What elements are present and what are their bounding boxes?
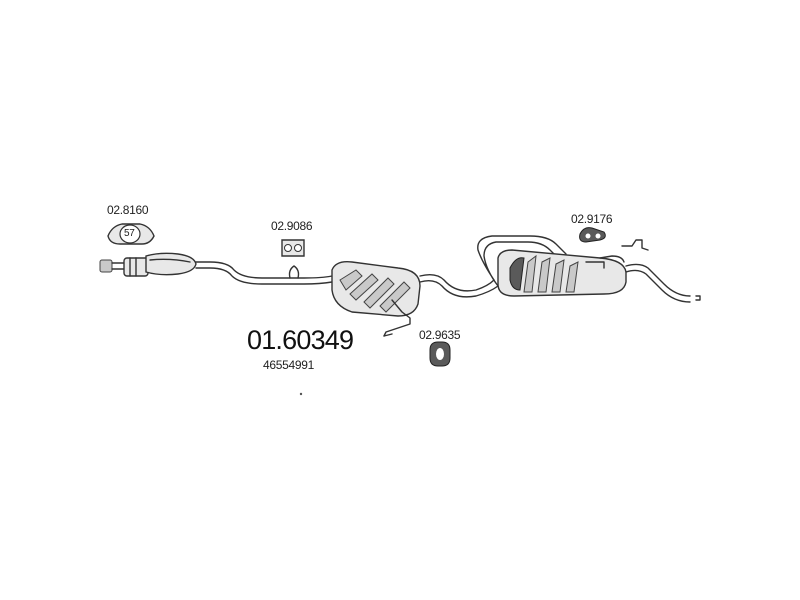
rubber-ring-icon [429, 341, 451, 367]
pipe-hanger [288, 265, 300, 279]
part-label-02-9635: 02.9635 [419, 328, 461, 342]
tail-pipe-end [695, 295, 701, 301]
middle-silencer [331, 260, 421, 337]
part-label-02-9176: 02.9176 [571, 212, 613, 226]
part-label-02-8160: 02.8160 [107, 203, 149, 217]
rear-silencer [497, 249, 627, 297]
rear-pipe [419, 273, 499, 298]
silencer-bracket [621, 239, 649, 251]
front-silencer [145, 252, 197, 276]
rubber-strip-icon [579, 227, 606, 243]
stray-dot [299, 392, 303, 396]
front-pipe [99, 257, 149, 277]
clamp-part-icon [107, 223, 155, 245]
part-label-02-9086: 02.9086 [271, 219, 313, 233]
rear-pipe-loop [477, 235, 567, 287]
oem-part-number: 46554991 [263, 358, 314, 372]
tail-pipe [625, 263, 691, 303]
main-part-number: 01.60349 [247, 325, 354, 355]
intermediate-pipe [195, 261, 333, 285]
part-badge-57: 57 [124, 228, 135, 239]
rubber-mount-icon [281, 239, 305, 257]
